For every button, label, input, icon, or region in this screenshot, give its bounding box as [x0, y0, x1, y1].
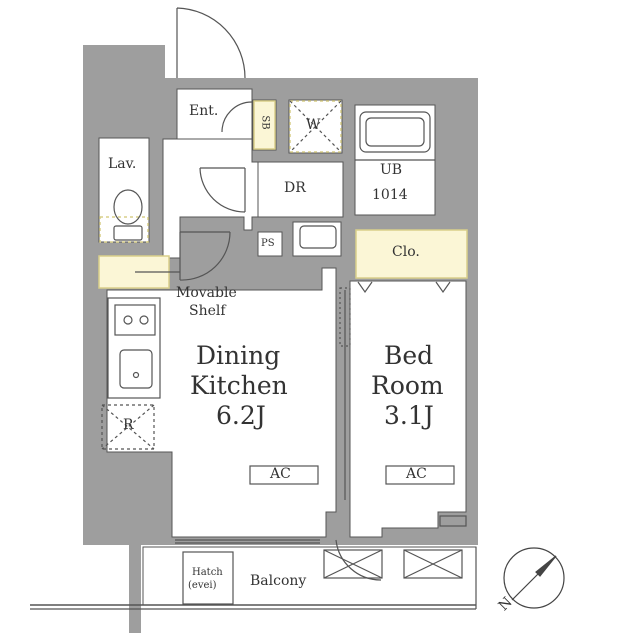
burner-right-icon	[139, 315, 149, 325]
shoe-box	[253, 100, 276, 150]
label-dining-2: Kitchen	[190, 371, 288, 400]
doors	[175, 7, 451, 581]
ac-dining-box	[249, 465, 319, 485]
dining-kitchen-floor	[106, 267, 337, 538]
outdoor-unit-2-d2	[403, 549, 463, 579]
bathtub-icon	[359, 111, 431, 153]
toilet-bowl-icon	[113, 189, 143, 225]
stove-icon	[114, 304, 156, 336]
fridge-diag1	[101, 404, 155, 450]
label-bed-1: Bed	[384, 341, 434, 370]
closet-door-left	[357, 281, 373, 294]
entrance-inner-swing	[221, 101, 253, 133]
label-entrance: Ent.	[189, 103, 219, 119]
label-dining-size: 6.2J	[216, 401, 266, 430]
outdoor-unit-2	[403, 549, 463, 579]
toilet-tank-icon	[113, 225, 143, 241]
pipe-space	[257, 231, 283, 257]
label-lavatory: Lav.	[108, 156, 137, 172]
window-vent	[439, 515, 467, 527]
label-fridge: R	[123, 417, 134, 433]
lavatory-floor	[98, 137, 150, 243]
closet-door-right	[435, 281, 451, 294]
label-ac-dining: AC	[270, 466, 291, 482]
label-movable-shelf-1: Movable	[176, 285, 237, 301]
label-unit-bath-name: UB	[380, 162, 403, 178]
balcony-post-left	[129, 545, 141, 633]
label-movable-shelf-2: Shelf	[189, 303, 226, 319]
label-hatch-1: Hatch	[192, 567, 223, 578]
label-hatch-2: (evei)	[188, 580, 217, 591]
drain-icon	[132, 371, 140, 379]
washer-diag2	[289, 100, 342, 153]
label-pipe-space: PS	[261, 238, 275, 249]
ac-bedroom-box	[385, 465, 455, 485]
entrance-door-swing	[176, 7, 246, 79]
bathtub-inner	[365, 117, 425, 147]
closet	[355, 229, 468, 279]
hatch-box	[182, 551, 234, 605]
dressing-room-floor	[257, 161, 344, 218]
label-dressing-room: DR	[284, 180, 306, 196]
storage	[98, 100, 468, 289]
label-bed-2: Room	[371, 371, 444, 400]
label-bed-size: 3.1J	[384, 401, 434, 430]
burner-left-icon	[123, 315, 133, 325]
kitchen-counter	[107, 297, 161, 399]
outdoor-unit-1	[323, 549, 383, 579]
lav-counter	[99, 216, 149, 243]
wash-basin-icon	[299, 225, 337, 249]
balcony-floor	[142, 546, 477, 606]
label-balcony: Balcony	[250, 573, 307, 589]
lav-door-swing	[179, 231, 231, 281]
compass-ring	[503, 547, 565, 609]
label-ac-bedroom: AC	[406, 466, 427, 482]
balcony-door-swing	[335, 539, 382, 581]
label-closet: Clo.	[392, 244, 420, 260]
label-washer: W	[306, 117, 321, 133]
outdoor-unit-1-d2	[323, 549, 383, 579]
label-unit-bath-size: 1014	[372, 187, 408, 203]
label-shoe-box: SB	[259, 115, 271, 130]
fridge-space	[101, 404, 155, 450]
washer-pan	[289, 100, 342, 153]
compass-needle-icon	[535, 555, 557, 577]
kitchen-sink-icon	[119, 349, 153, 389]
entrance-floor	[176, 88, 253, 140]
fixtures	[101, 100, 467, 527]
bedroom-floor	[349, 280, 467, 538]
balcony-items	[30, 547, 477, 610]
dr-door-swing	[199, 167, 246, 213]
fridge-diag2	[101, 404, 155, 450]
label-dining-1: Dining	[196, 341, 281, 370]
compass	[503, 547, 565, 609]
sliding-closet-dots	[339, 287, 351, 347]
